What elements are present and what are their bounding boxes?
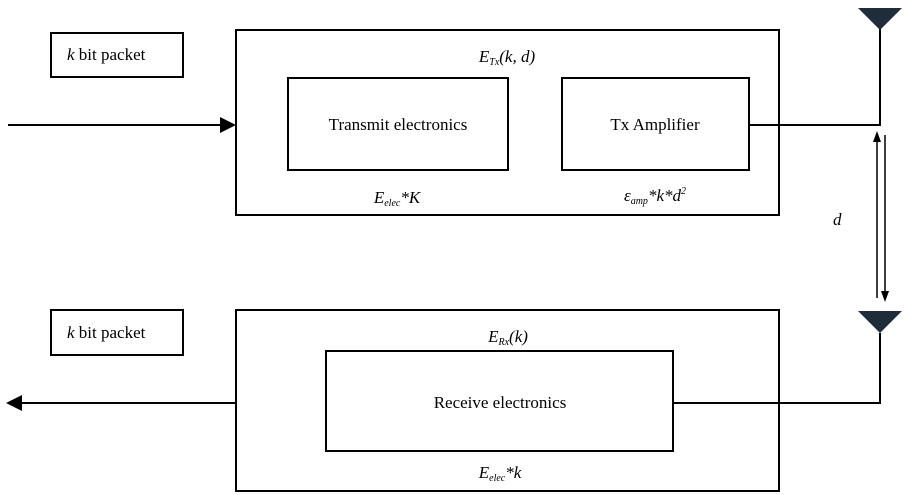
rx-outer-box [235, 309, 780, 492]
tx-input-arrowhead [220, 117, 236, 133]
tx-antenna-feed [749, 18, 881, 126]
distance-up-arrowhead [873, 131, 881, 142]
distance-label: d [833, 210, 842, 229]
receive-electronics-label: Receive electronics [433, 393, 567, 412]
rx-energy-label: ERx(k) [488, 327, 528, 348]
rx-antenna-feed [673, 333, 881, 404]
tx-energy-label: ETx(k, d) [478, 47, 536, 68]
rx-elec-energy-label: Eelec*k [478, 463, 522, 484]
transmit-electronics-box [287, 77, 509, 171]
tx-packet-label: k bit packet [67, 45, 146, 64]
tx-amp-energy-label: εamp*k*d2 [624, 186, 686, 207]
rx-output-arrowhead [6, 395, 22, 411]
tx-outer-box [235, 29, 780, 216]
distance-down-arrowhead [881, 291, 889, 302]
tx-elec-energy-label: Eelec*K [373, 188, 421, 209]
tx-antenna-icon [858, 8, 902, 30]
tx-packet-box [50, 32, 184, 78]
rx-packet-label: k bit packet [67, 323, 146, 342]
transmit-electronics-label: Transmit electronics [328, 115, 468, 134]
rx-packet-box [50, 309, 184, 356]
receive-electronics-box [325, 350, 674, 452]
rx-antenna-icon [858, 311, 902, 333]
tx-amplifier-label: Tx Amplifier [610, 115, 700, 134]
